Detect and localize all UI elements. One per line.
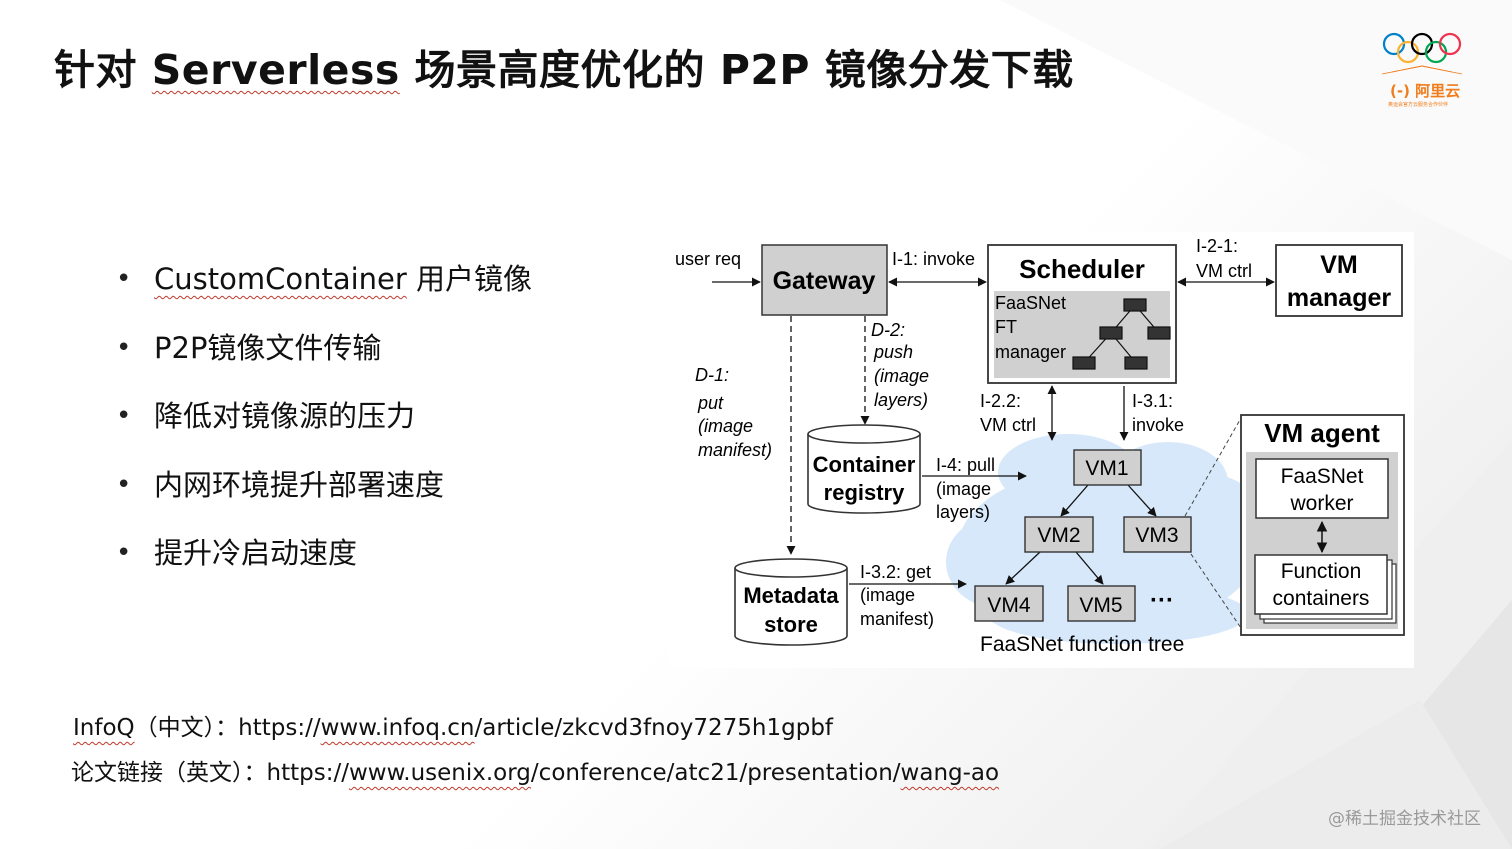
i21-label: I-2-1: [1196, 236, 1238, 256]
d1-label3: (image [698, 416, 753, 436]
alibaba-cloud-brand: (-) 阿里云 [1390, 82, 1461, 100]
metadata-line1: Metadata [743, 583, 839, 608]
gateway-label: Gateway [773, 267, 876, 295]
i31-label1: I-3.1: [1132, 391, 1173, 411]
d1-label1: D-1: [695, 365, 729, 385]
scheduler-label: Scheduler [1019, 254, 1145, 284]
vm3-label: VM3 [1135, 524, 1178, 547]
watermark: @稀土掘金技术社区 [1328, 809, 1481, 829]
d2-label2: push [873, 342, 913, 362]
d1-label4: manifest) [698, 440, 772, 460]
d1-label2: put [697, 393, 724, 413]
bullet-item: P2P镜像文件传输 [116, 323, 532, 392]
vm-manager-line1: VM [1320, 251, 1358, 279]
vm5-label: VM5 [1079, 594, 1122, 617]
i31-label2: invoke [1132, 415, 1184, 435]
vm-agent-label: VM agent [1264, 418, 1380, 448]
metadata-store-cylinder [734, 558, 848, 646]
i32-label2: (image [860, 585, 915, 605]
d2-label4: layers) [874, 390, 928, 410]
infoq-link-line[interactable]: InfoQ（中文）：https://www.infoq.cn/article/z… [73, 715, 834, 741]
ft-manager-line1: FaaSNet [995, 293, 1066, 313]
bullet-list: CustomContainer 用户镜像 P2P镜像文件传输 降低对镜像源的压力… [116, 254, 532, 597]
vm4-node [974, 585, 1044, 622]
i32-label1: I-3.2: get [860, 562, 931, 582]
vm1-label: VM1 [1085, 457, 1128, 480]
metadata-line2: store [764, 612, 818, 637]
vm-manager-box [1275, 244, 1403, 317]
vm3-node [1123, 516, 1192, 553]
ft-tree-icon [1072, 298, 1171, 370]
ft-manager-line2: FT [995, 317, 1017, 337]
registry-line1: Container [813, 452, 916, 477]
vm-manager-line2: manager [1287, 284, 1391, 312]
vm5-node [1067, 585, 1136, 622]
vm1-node [1073, 449, 1142, 486]
i22-label2: VM ctrl [980, 415, 1036, 435]
i1-label: I-1: invoke [892, 249, 975, 269]
bullet-item: CustomContainer 用户镜像 [116, 254, 532, 323]
i4-label1: I-4: pull [936, 455, 995, 475]
i21-label2: VM ctrl [1196, 261, 1252, 281]
i32-label3: manifest) [860, 609, 934, 629]
vm2-label: VM2 [1037, 524, 1080, 547]
worker-line2: worker [1289, 492, 1353, 515]
gateway-box [761, 244, 888, 316]
i4-label3: layers) [936, 502, 990, 522]
user-req-label: user req [675, 249, 741, 269]
vm2-node [1024, 516, 1094, 553]
bullet-item: 提升冷启动速度 [116, 528, 532, 597]
registry-line2: registry [824, 480, 905, 505]
worker-line1: FaaSNet [1281, 465, 1364, 488]
i4-label2: (image [936, 479, 991, 499]
ft-manager-line3: manager [995, 342, 1066, 362]
tree-ellipsis: ··· [1150, 587, 1174, 614]
i22-label1: I-2.2: [980, 391, 1021, 411]
bullet-item: 内网环境提升部署速度 [116, 460, 532, 529]
vm4-label: VM4 [987, 594, 1031, 617]
function-line2: containers [1273, 587, 1370, 610]
architecture-diagram: Gateway user req I-1: invoke Scheduler F… [668, 232, 1414, 668]
page-title: 针对 Serverless 场景高度优化的 P2P 镜像分发下载 [54, 46, 1074, 94]
olympic-rings-logo [1381, 32, 1463, 75]
bullet-item: 降低对镜像源的压力 [116, 391, 532, 460]
tree-caption: FaaSNet function tree [980, 633, 1184, 656]
d2-label3: (image [874, 366, 929, 386]
logo-tagline: 奥运会官方云服务合作伙伴 [1388, 102, 1449, 108]
function-line1: Function [1281, 560, 1362, 583]
faasnet-worker-box [1255, 458, 1389, 519]
d2-label1: D-2: [871, 320, 905, 340]
container-registry-cylinder [807, 424, 921, 514]
function-tree-edges [1005, 484, 1157, 585]
olympic-ring [1438, 32, 1462, 56]
faasnet-diagram-svg: Gateway user req I-1: invoke Scheduler F… [675, 236, 1405, 656]
function-containers-box [1254, 554, 1388, 615]
paper-link-line[interactable]: 论文链接（英文）：https://www.usenix.org/conferen… [71, 760, 1000, 786]
